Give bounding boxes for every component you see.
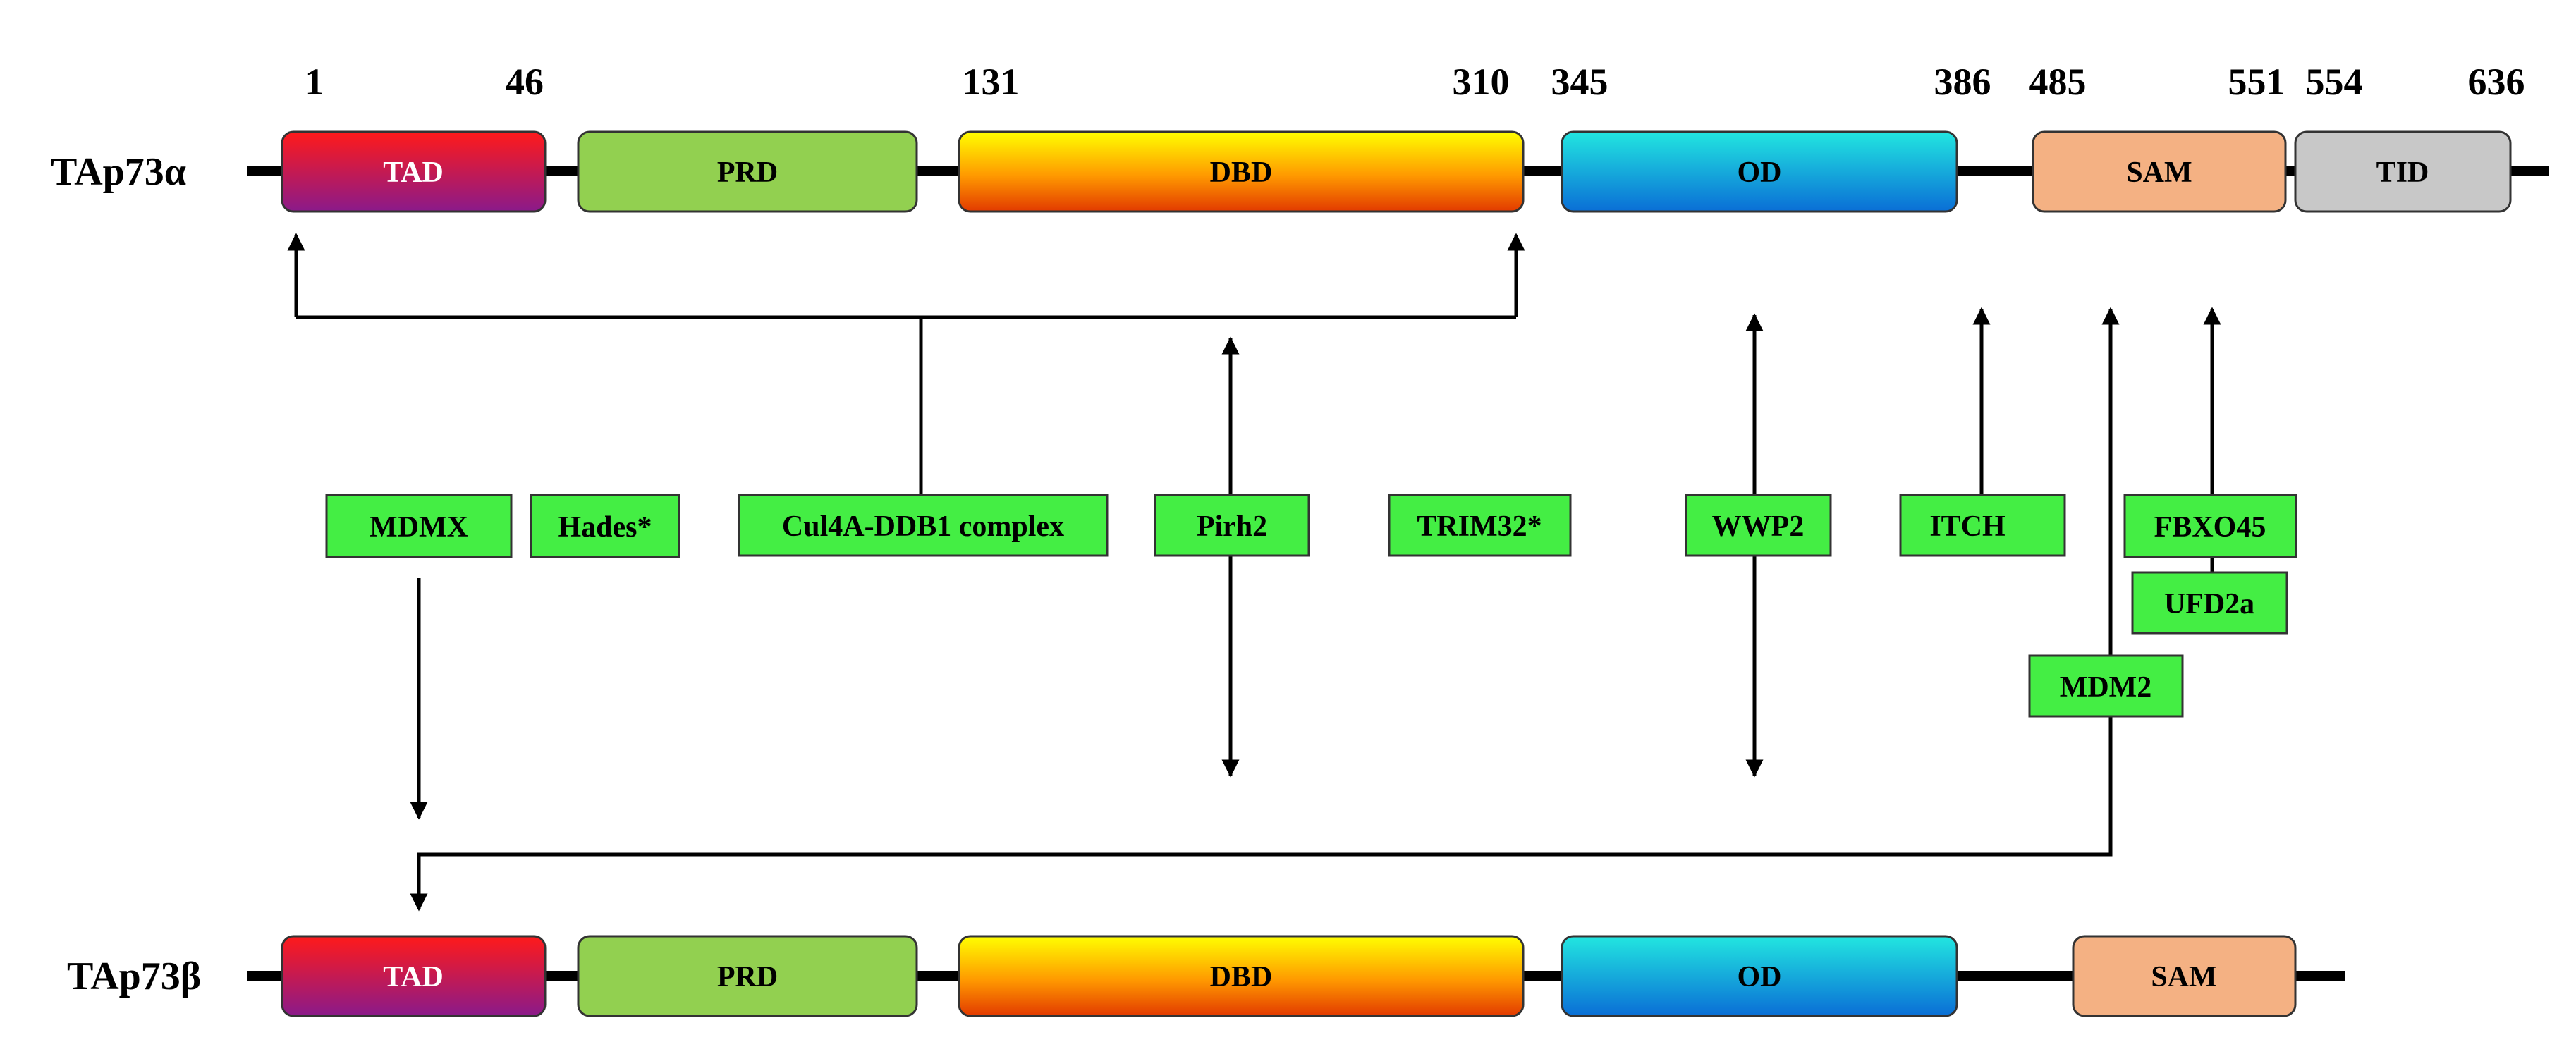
position-310: 310 bbox=[1453, 61, 1510, 103]
ligase-trim32: TRIM32* bbox=[1388, 494, 1572, 557]
ligase-mdm2: MDM2 bbox=[2028, 654, 2184, 718]
domain-tad-alpha: TAD bbox=[281, 130, 547, 213]
svg-text:SAM: SAM bbox=[2126, 157, 2192, 189]
ligase-pirh2: Pirh2 bbox=[1154, 494, 1310, 557]
svg-text:MDM2: MDM2 bbox=[2060, 671, 2152, 704]
domain-prd-beta: PRD bbox=[577, 935, 918, 1017]
ligase-cul4a-ddb1-complex: Cul4A-DDB1 complex bbox=[738, 494, 1109, 557]
svg-text:OD: OD bbox=[1738, 961, 1782, 993]
domain-prd-alpha: PRD bbox=[577, 130, 918, 213]
domain-sam-beta: SAM bbox=[2072, 935, 2297, 1017]
position-386: 386 bbox=[1934, 61, 1991, 103]
domain-dbd-beta: DBD bbox=[958, 935, 1525, 1017]
position-485: 485 bbox=[2029, 61, 2087, 103]
svg-text:PRD: PRD bbox=[717, 961, 778, 993]
svg-text:Hades*: Hades* bbox=[558, 511, 652, 544]
protein-tap73-beta: TAp73β TAD PRD DBD OD SAM bbox=[67, 935, 2345, 1017]
svg-text:WWP2: WWP2 bbox=[1712, 510, 1805, 543]
svg-text:ITCH: ITCH bbox=[1929, 510, 2005, 543]
residue-positions: 1 46 131 310 345 386 485 551 554 636 bbox=[305, 61, 2525, 103]
connector-mdm2 bbox=[410, 307, 2120, 912]
svg-text:UFD2a: UFD2a bbox=[2164, 588, 2254, 620]
ubiquitin-ligases: MDMX Hades* Cul4A-DDB1 complex Pirh2 TRI… bbox=[325, 494, 2297, 718]
protein-label-beta: TAp73β bbox=[67, 955, 201, 998]
connector-cul4a-ddb1 bbox=[287, 233, 1525, 494]
ligase-wwp2: WWP2 bbox=[1685, 494, 1832, 557]
svg-text:DBD: DBD bbox=[1210, 157, 1273, 189]
svg-text:OD: OD bbox=[1738, 157, 1782, 189]
protein-label-alpha: TAp73α bbox=[51, 150, 186, 194]
svg-text:TAD: TAD bbox=[383, 157, 444, 189]
domain-od-beta: OD bbox=[1561, 935, 1958, 1017]
position-554: 554 bbox=[2306, 61, 2363, 103]
domain-tid-alpha: TID bbox=[2294, 130, 2512, 213]
svg-text:Pirh2: Pirh2 bbox=[1197, 510, 1267, 543]
domain-tad-beta: TAD bbox=[281, 935, 547, 1017]
interaction-connectors bbox=[287, 233, 2221, 912]
domain-od-alpha: OD bbox=[1561, 130, 1958, 213]
svg-text:SAM: SAM bbox=[2151, 961, 2216, 993]
svg-text:FBXO45: FBXO45 bbox=[2154, 511, 2266, 544]
position-636: 636 bbox=[2468, 61, 2525, 103]
svg-text:TID: TID bbox=[2376, 157, 2429, 189]
domain-dbd-alpha: DBD bbox=[958, 130, 1525, 213]
position-551: 551 bbox=[2228, 61, 2285, 103]
ligase-hades: Hades* bbox=[530, 494, 680, 558]
domain-sam-alpha: SAM bbox=[2032, 130, 2287, 213]
svg-text:TRIM32*: TRIM32* bbox=[1417, 510, 1542, 543]
position-345: 345 bbox=[1551, 61, 1609, 103]
ligase-fbxo45: FBXO45 bbox=[2123, 494, 2297, 558]
position-46: 46 bbox=[506, 61, 544, 103]
svg-text:Cul4A-DDB1 complex: Cul4A-DDB1 complex bbox=[782, 510, 1064, 543]
position-1: 1 bbox=[305, 61, 324, 103]
svg-text:MDMX: MDMX bbox=[370, 511, 468, 544]
svg-text:PRD: PRD bbox=[717, 157, 778, 189]
svg-text:TAD: TAD bbox=[383, 961, 444, 993]
protein-tap73-alpha: TAp73α TAD PRD DBD OD SAM TID bbox=[51, 130, 2549, 213]
position-131: 131 bbox=[963, 61, 1020, 103]
ligase-mdmx: MDMX bbox=[325, 494, 513, 558]
svg-text:DBD: DBD bbox=[1210, 961, 1273, 993]
ligase-itch: ITCH bbox=[1899, 494, 2066, 557]
ligase-ufd2a: UFD2a bbox=[2131, 571, 2288, 635]
